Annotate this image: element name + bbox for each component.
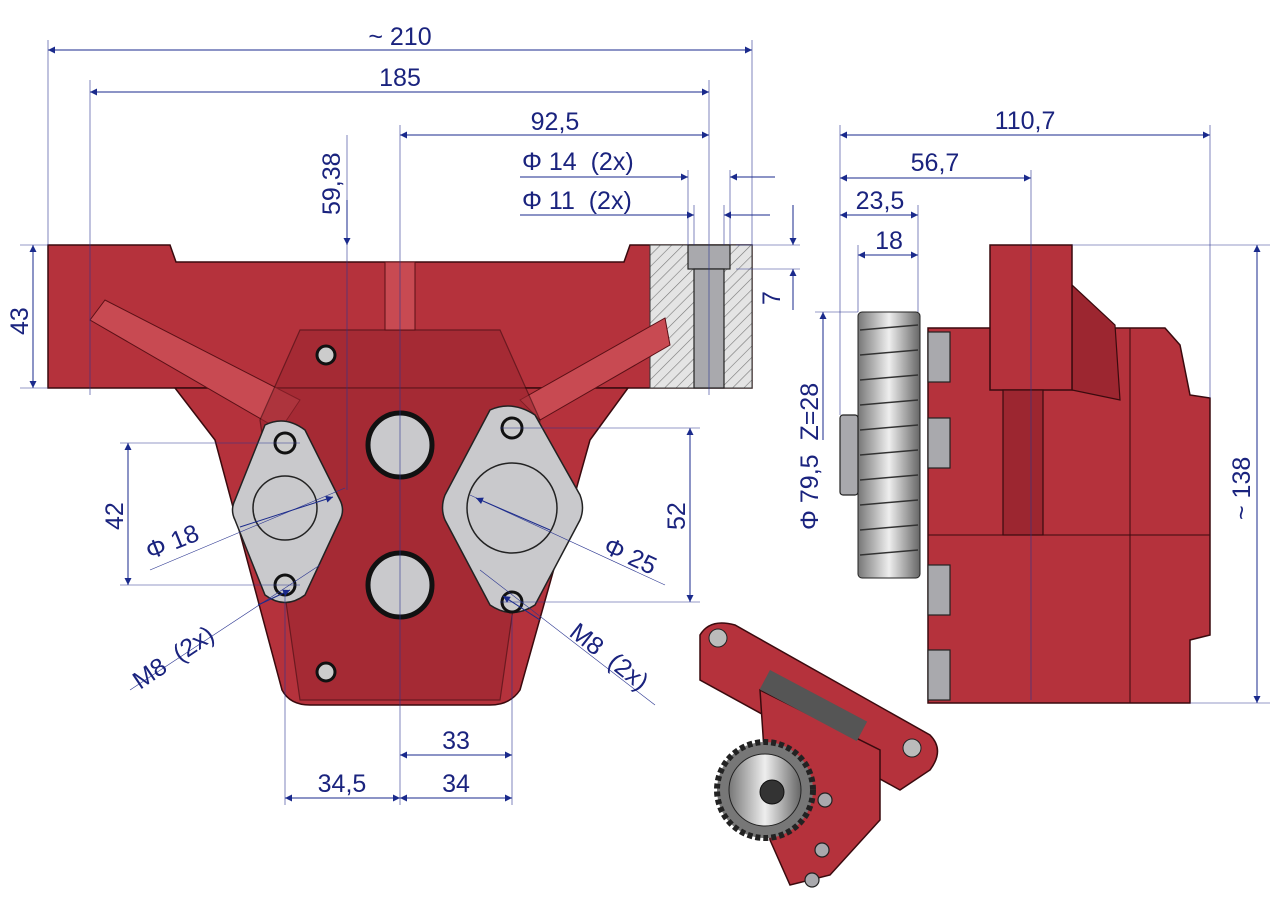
front-view: ~ 210 185 92,5 Φ 14 (2x) Φ 11 (2x) 59,38…	[6, 23, 800, 805]
dim-right-port-spacing: 52	[663, 502, 691, 530]
dim-hole-dia: Φ 11 (2x)	[522, 187, 632, 215]
iso-nuts	[804, 792, 833, 888]
dim-gear-face: 23,5	[856, 187, 905, 215]
dim-flange-height: 43	[6, 307, 34, 335]
side-dimension-lines	[819, 131, 1261, 703]
dim-right-thread: M8 (2x)	[564, 618, 653, 697]
side-housing	[927, 327, 1211, 704]
dim-gear-spec: Φ 79,5 Z=28	[796, 383, 824, 530]
dim-overall-height: ~ 138	[1228, 457, 1256, 520]
dim-right-offset: 33	[442, 727, 470, 755]
dim-hole-spacing: 185	[379, 64, 421, 92]
dim-counterbore-dia: Φ 14 (2x)	[522, 148, 634, 176]
dim-left-port-spacing: 42	[101, 502, 129, 530]
gear-teeth	[859, 324, 919, 556]
dim-center-height: 59,38	[318, 152, 346, 215]
dim-left-offset-bottom: 34,5	[318, 770, 367, 798]
left-port	[252, 475, 318, 541]
dim-right-port-dia: Φ 25	[599, 532, 660, 580]
right-port	[466, 462, 558, 554]
iso-gasket	[759, 669, 868, 742]
dim-left-thread: M8 (2x)	[128, 620, 220, 694]
dim-counterbore-depth: 7	[758, 291, 786, 305]
side-extension-lines	[815, 125, 1270, 704]
shaft-channel	[1002, 389, 1044, 536]
centerlines	[20, 40, 800, 805]
iso-hub	[759, 779, 785, 805]
dim-center-to-hole: 92,5	[531, 108, 580, 136]
isometric-view	[699, 622, 939, 888]
iso-hole-left	[708, 628, 728, 648]
gear-hub	[839, 414, 859, 496]
dim-left-port-dia: Φ 18	[142, 519, 203, 565]
side-view: 110,7 56,7 23,5 18 Φ 79,5 Z=28 ~ 138	[796, 107, 1270, 704]
dimension-lines	[29, 46, 797, 802]
side-gusset	[1071, 283, 1121, 401]
dim-shaft-offset: 56,7	[911, 149, 960, 177]
dim-overall-width: ~ 210	[368, 23, 431, 51]
iso-hole-right	[902, 738, 922, 758]
side-nuts	[927, 331, 951, 701]
iso-housing	[759, 688, 881, 886]
dim-right-offset-bottom: 34	[442, 770, 470, 798]
side-dimension-labels: 110,7 56,7 23,5 18 Φ 79,5 Z=28 ~ 138	[796, 107, 1256, 530]
dim-overall-depth: 110,7	[995, 107, 1056, 135]
dim-gear-width: 18	[875, 227, 903, 255]
